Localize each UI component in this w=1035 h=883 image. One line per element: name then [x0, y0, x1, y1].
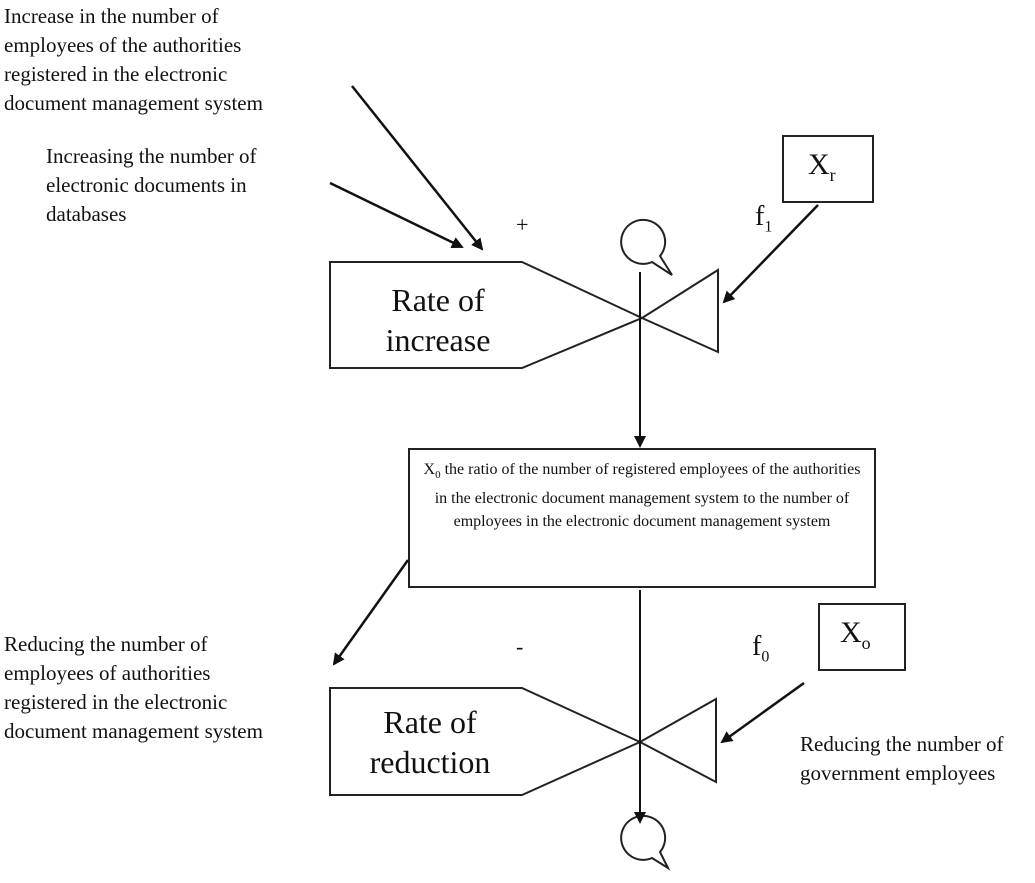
label-employees-increase: Increase in the number of employees of t…	[4, 4, 263, 115]
f1-label: f1	[755, 201, 773, 236]
valve-top	[639, 268, 719, 354]
f0-label: f0	[752, 631, 770, 666]
stock-text: the ratio of the number of registered em…	[434, 461, 861, 531]
plus-sign: +	[516, 212, 529, 237]
label-government-employees: Reducing the number of government employ…	[800, 732, 1004, 785]
rate-increase-label: Rate of increase	[385, 282, 491, 358]
minus-sign: -	[516, 634, 524, 659]
label-documents-increase: Increasing the number of electronic docu…	[46, 144, 257, 226]
sink-cloud-bottom	[620, 814, 671, 871]
rate-reduction-label: Rate of reduction	[369, 704, 491, 780]
rate-reduction-shape	[329, 687, 643, 796]
rate-increase-shape	[329, 261, 645, 369]
arrow-documents-increase	[329, 181, 464, 249]
xr-box	[782, 135, 874, 203]
xo-box	[818, 603, 906, 671]
stock-symbol: X	[423, 461, 436, 478]
stock-description: X0 the ratio of the number of registered…	[408, 448, 876, 588]
label-employees-reduction: Reducing the number of employees of auth…	[4, 632, 263, 743]
source-cloud-top	[620, 218, 673, 276]
stock-symbol-sub: 0	[435, 469, 441, 482]
valve-bottom	[637, 697, 717, 784]
xo-label: Xo	[840, 616, 871, 654]
arrow-employees-increase	[351, 85, 484, 251]
arrow-xo-to-valve	[720, 681, 805, 744]
arrow-stock-to-reduction	[332, 559, 410, 666]
stock-box	[408, 448, 876, 588]
arrow-xr-to-valve	[722, 204, 819, 304]
xr-label: Xr	[808, 148, 836, 186]
